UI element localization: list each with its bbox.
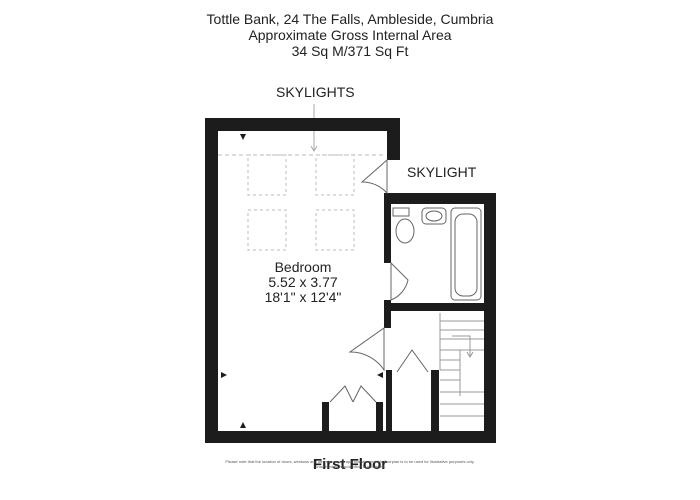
wall-right [484, 193, 496, 443]
door-stairs [396, 349, 429, 373]
walls [205, 118, 496, 443]
skylight-label: SKYLIGHT [407, 164, 477, 180]
room-label-bedroom: Bedroom 5.52 x 3.77 18'1" x 12'4" [248, 260, 358, 305]
wall-partition-upper [384, 193, 391, 263]
area-value: 34 Sq M/371 Sq Ft [291, 43, 409, 59]
bathroom-fixtures [392, 207, 482, 301]
wall-left [205, 118, 218, 443]
floor-label: First Floor [312, 456, 388, 473]
door-swings [329, 158, 429, 403]
disclaimer-text: Please note that the location of doors, … [225, 459, 475, 469]
room-dims-imperial: 18'1" x 12'4" [264, 289, 342, 305]
wall-partition-lower [386, 370, 392, 443]
area-title: Approximate Gross Internal Area [248, 27, 452, 43]
door-landing [348, 327, 385, 372]
address-title: Tottle Bank, 24 The Falls, Ambleside, Cu… [206, 11, 494, 27]
dimension-markers [221, 134, 383, 428]
dim-arrow-top [240, 134, 246, 140]
door-cupboard-left [329, 385, 354, 403]
door-top [360, 158, 388, 195]
skylight-window [315, 154, 355, 196]
wall-cupboard-right [376, 402, 383, 443]
skylight-windows [247, 154, 355, 251]
skylight-window [315, 209, 355, 251]
toilet-bowl [395, 218, 415, 244]
wall-cupboard-left [322, 402, 329, 443]
door-cupboard-right [352, 385, 377, 403]
door-bathroom [390, 261, 409, 301]
wall-bathroom-top [386, 193, 496, 204]
staircase [439, 313, 484, 417]
wall-bottom [205, 431, 496, 443]
wall-top-right-jamb [387, 118, 400, 160]
skylight-window [247, 154, 287, 196]
toilet-cistern [392, 207, 410, 217]
wall-stair-left [431, 370, 439, 443]
dim-arrow-left [221, 372, 227, 378]
skylight-window [247, 209, 287, 251]
wall-partition-mid [384, 300, 391, 328]
wall-bathroom-bottom [384, 303, 484, 311]
dim-arrow-bottom [240, 422, 246, 428]
wall-top [205, 118, 400, 131]
room-dims-metric: 5.52 x 3.77 [268, 274, 338, 290]
skylights-label: SKYLIGHTS [276, 84, 355, 100]
dim-arrow-right [377, 372, 383, 378]
room-name: Bedroom [274, 259, 332, 275]
